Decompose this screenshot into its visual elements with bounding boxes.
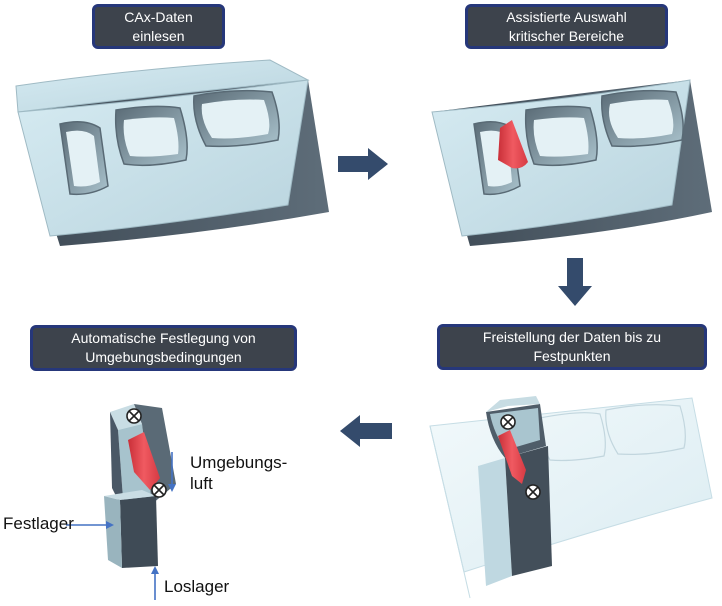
block-model-3 [104,404,176,568]
flow-arrow-down [558,258,592,306]
step-label-boundary-conditions: Automatische Festlegung von Umgebungsbed… [30,325,297,371]
flow-arrow-left [340,415,392,447]
annotation-floating-bearing: Loslager [164,577,230,596]
block-model-2 [431,79,712,246]
critical-region-highlight [498,120,528,169]
annotation-arrows [66,452,176,600]
flow-arrow-right [338,148,388,180]
block-model-4 [429,396,713,599]
step-label-read-data: CAx-Daten einlesen [92,4,225,49]
annotation-airflow: Umgebungs- luft [190,453,288,493]
block-model-1 [15,59,329,246]
step-label-select-regions: Assistierte Auswahl kritischer Bereiche [465,4,668,49]
annotation-fixed-bearing: Festlager [3,514,74,533]
step-label-isolate-data: Freistellung der Daten bis zu Festpunkte… [437,324,707,370]
